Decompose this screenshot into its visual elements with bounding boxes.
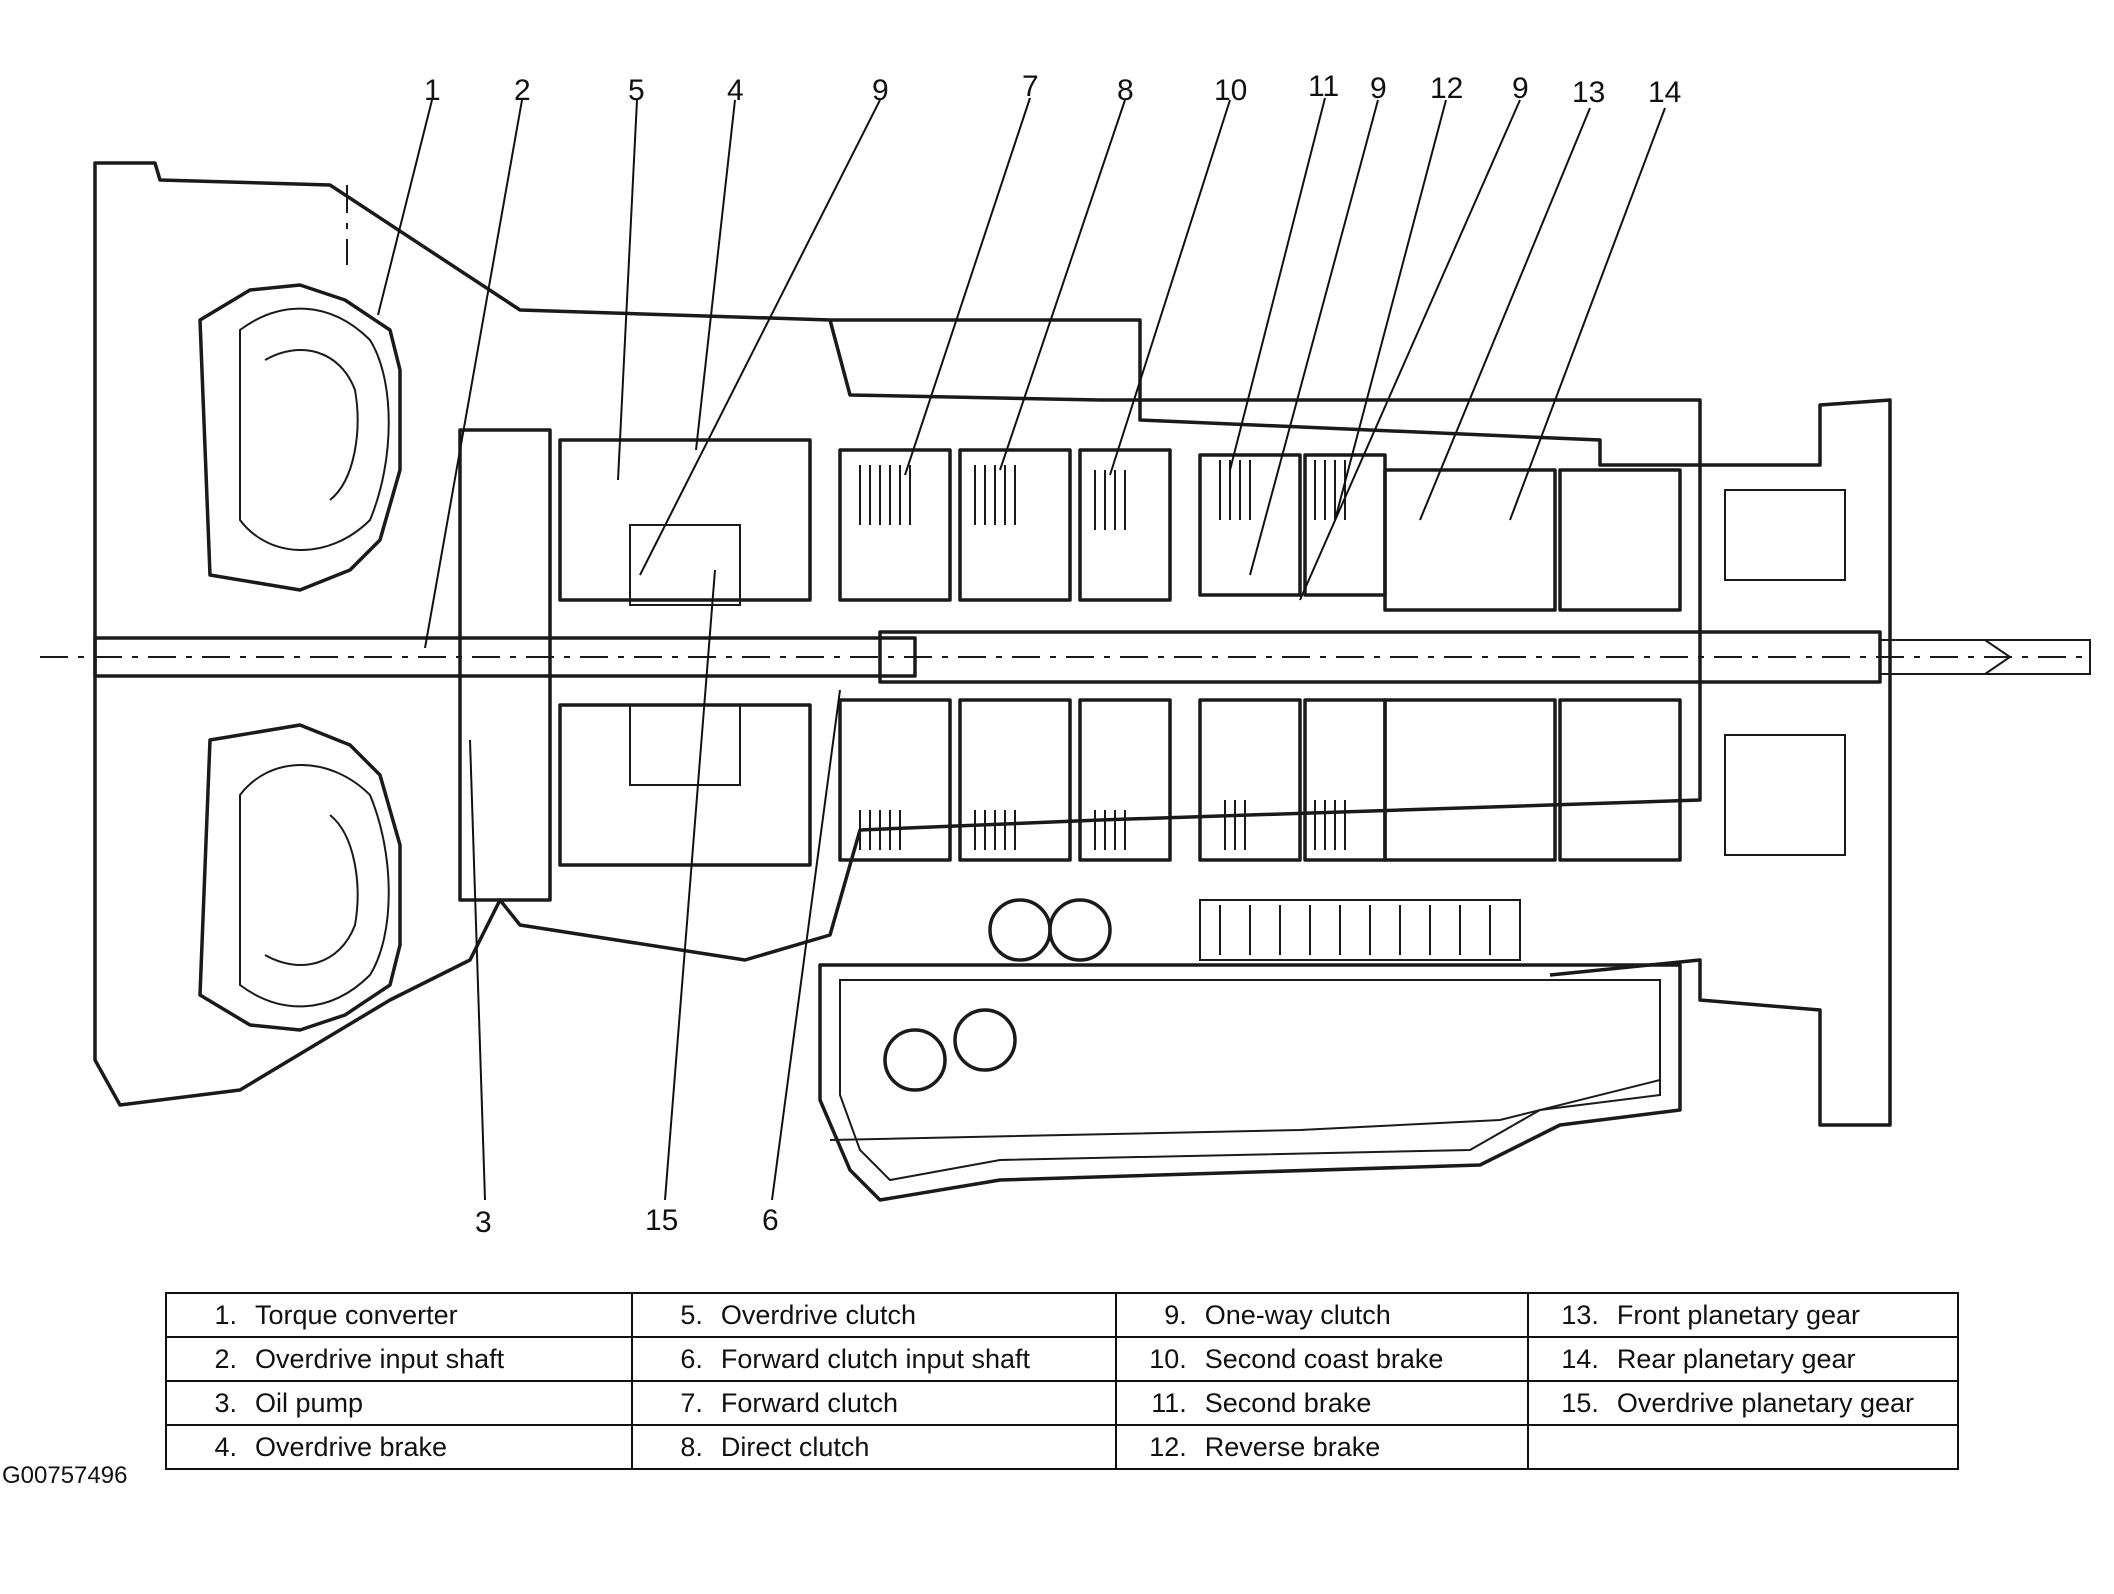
torque-converter-lower — [198, 723, 402, 1032]
legend-cell: 3. Oil pump — [165, 1380, 633, 1426]
legend-cell-empty — [1526, 1424, 1960, 1470]
legend-cell: 4. Overdrive brake — [165, 1424, 633, 1470]
legend-cell: 10. Second coast brake — [1114, 1336, 1529, 1382]
callout-1: 1 — [424, 74, 441, 107]
overdrive-planetary-upper — [629, 524, 741, 606]
converter-blade-lower — [264, 814, 359, 966]
callout-14: 14 — [1648, 76, 1681, 109]
callout-11: 11 — [1308, 70, 1339, 103]
legend-cell: 11. Second brake — [1114, 1380, 1529, 1426]
oil-pan-inner — [839, 979, 1661, 1182]
clutch-packs-upper — [838, 448, 1682, 612]
callout-6: 6 — [762, 1204, 779, 1237]
legend-cell: 1. Torque converter — [165, 1292, 633, 1338]
overdrive-planetary-lower — [629, 704, 741, 786]
legend-number: 15. — [1561, 1387, 1599, 1418]
legend-label: Forward clutch — [720, 1387, 898, 1418]
legend-cell: 5. Overdrive clutch — [630, 1292, 1117, 1338]
extension-housing-detail — [1724, 489, 1846, 581]
output-shaft-tip — [1984, 639, 2012, 675]
legend-cell: 9. One-way clutch — [1114, 1292, 1529, 1338]
legend-number: 10. — [1149, 1343, 1187, 1374]
overdrive-input-shaft — [93, 636, 917, 678]
transmission-case — [830, 318, 1892, 1127]
overdrive-unit-upper — [558, 438, 812, 602]
clutch-packs-lower — [838, 698, 1682, 862]
legend-number: 11. — [1151, 1387, 1187, 1418]
oil-pump-housing — [458, 428, 552, 902]
converter-torus-lower — [239, 764, 390, 1008]
torque-converter-upper — [198, 283, 402, 592]
legend-row: 4. Overdrive brake 8. Direct clutch 12. Rev… — [165, 1424, 1960, 1470]
legend-row: 1. Torque converter 5. Overdrive clutch 9.… — [165, 1292, 1960, 1338]
callout-4: 4 — [727, 74, 744, 107]
legend-cell: 6. Forward clutch input shaft — [630, 1336, 1117, 1382]
legend-label: Front planetary gear — [1616, 1299, 1861, 1330]
callout-7: 7 — [1022, 70, 1039, 103]
parts-legend-table: 1. Torque converter 5. Overdrive clutch 9.… — [165, 1292, 1960, 1470]
legend-label: Reverse brake — [1204, 1431, 1381, 1462]
legend-label: Forward clutch input shaft — [720, 1343, 1031, 1374]
legend-number: 12. — [1149, 1431, 1187, 1462]
leader-lines — [377, 97, 1666, 1201]
legend-number: 9. — [1164, 1299, 1187, 1330]
clutch-plates — [859, 460, 1346, 850]
legend-number: 1. — [214, 1299, 237, 1330]
legend-label: Overdrive clutch — [720, 1299, 916, 1330]
legend-row: 3. Oil pump 7. Forward clutch 11. Second br… — [165, 1380, 1960, 1426]
bell-housing — [93, 161, 1702, 1107]
legend-number: 8. — [680, 1431, 703, 1462]
legend-label: One-way clutch — [1204, 1299, 1391, 1330]
legend-cell: 2. Overdrive input shaft — [165, 1336, 633, 1382]
legend-label: Oil pump — [255, 1387, 364, 1418]
callout-3: 3 — [475, 1206, 492, 1239]
legend-row: 2. Overdrive input shaft 6. Forward clutch… — [165, 1336, 1960, 1382]
legend-label: Overdrive input shaft — [255, 1343, 505, 1374]
converter-torus-upper — [239, 307, 390, 551]
callout-2: 2 — [514, 74, 531, 107]
callout-13: 13 — [1572, 76, 1605, 109]
legend-number: 13. — [1561, 1299, 1599, 1330]
callout-5: 5 — [628, 74, 645, 107]
legend-cell: 13. Front planetary gear — [1526, 1292, 1960, 1338]
legend-label: Overdrive brake — [255, 1431, 448, 1462]
callout-9-c: 9 — [1512, 72, 1529, 105]
legend-number: 6. — [680, 1343, 703, 1374]
legend-label: Rear planetary gear — [1616, 1343, 1856, 1374]
legend-number: 5. — [680, 1299, 703, 1330]
legend-cell: 8. Direct clutch — [630, 1424, 1117, 1470]
callout-15: 15 — [645, 1204, 678, 1237]
legend-label: Direct clutch — [720, 1431, 870, 1462]
figure-id: G00757496 — [2, 1462, 128, 1489]
legend-number: 4. — [214, 1431, 237, 1462]
callout-9-b: 9 — [1370, 72, 1387, 105]
legend-cell: 15. Overdrive planetary gear — [1526, 1380, 1960, 1426]
callout-10: 10 — [1214, 74, 1247, 107]
legend-label: Torque converter — [255, 1299, 458, 1330]
legend-label: Second brake — [1204, 1387, 1372, 1418]
legend-cell: 12. Reverse brake — [1114, 1424, 1529, 1470]
extension-housing-detail-lower — [1724, 734, 1846, 856]
callout-9-a: 9 — [872, 74, 889, 107]
callout-12: 12 — [1430, 72, 1463, 105]
legend-number: 3. — [214, 1387, 237, 1418]
callout-8: 8 — [1117, 74, 1134, 107]
legend-number: 14. — [1561, 1343, 1599, 1374]
legend-label: Second coast brake — [1204, 1343, 1444, 1374]
valve-body — [883, 898, 1521, 1092]
legend-number: 2. — [214, 1343, 237, 1374]
legend-label: Overdrive planetary gear — [1616, 1387, 1915, 1418]
legend-number: 7. — [680, 1387, 703, 1418]
oil-strainer-tube — [829, 1079, 1661, 1141]
oil-pan — [818, 963, 1682, 1202]
legend-cell: 14. Rear planetary gear — [1526, 1336, 1960, 1382]
converter-blade-upper — [264, 349, 359, 501]
legend-cell: 7. Forward clutch — [630, 1380, 1117, 1426]
